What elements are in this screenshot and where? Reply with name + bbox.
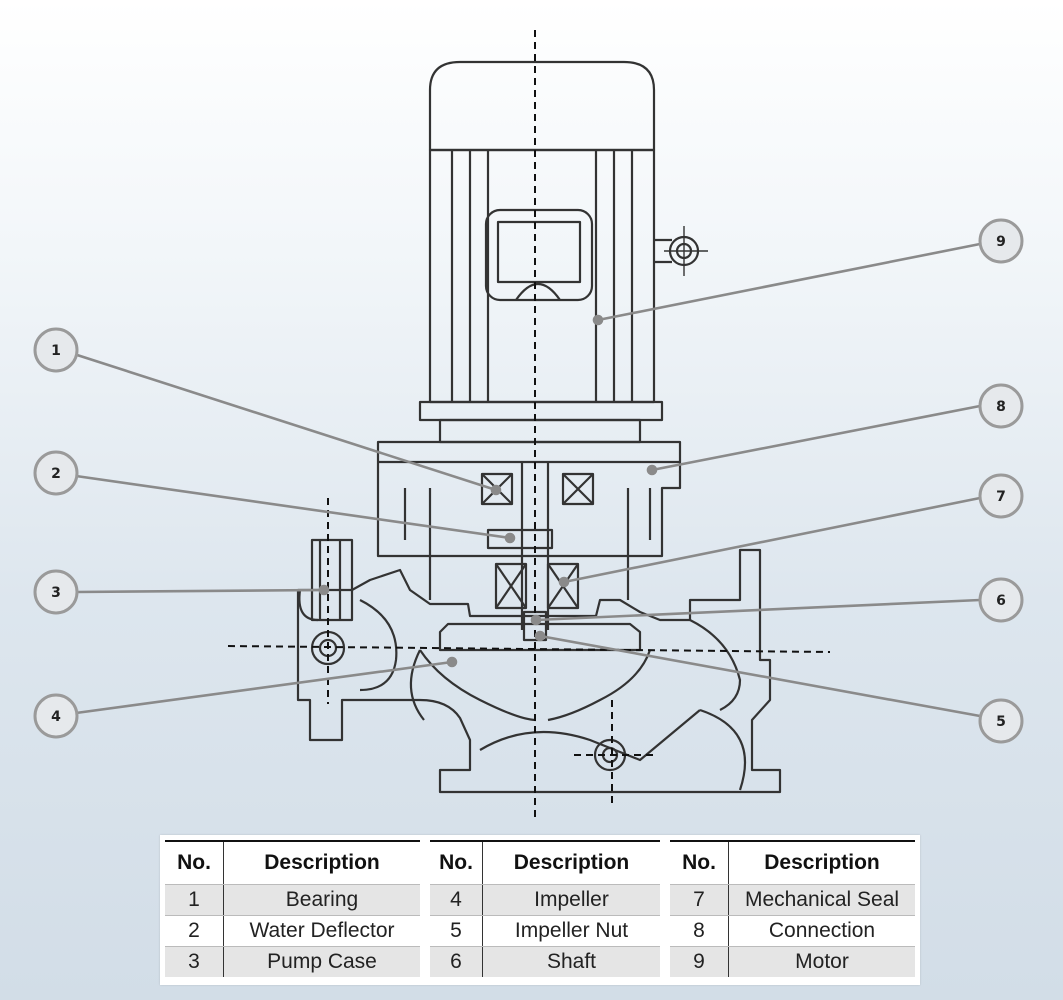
leader-line-9 (597, 242, 981, 322)
part-description: Water Deflector (249, 919, 395, 942)
header-no: No. (165, 842, 224, 884)
svg-text:6: 6 (996, 593, 1006, 609)
leader-line-7 (563, 496, 981, 584)
leader-dot-9 (592, 314, 604, 326)
leader-line-8 (651, 404, 981, 472)
part-description: Connection (768, 919, 876, 942)
leader-dot-7 (558, 576, 570, 588)
table-header: No. Description (165, 842, 420, 884)
callout-5: 5 (978, 698, 1024, 744)
svg-text:1: 1 (51, 343, 61, 359)
svg-text:3: 3 (51, 585, 61, 601)
table-row: 9 Motor (670, 946, 915, 977)
table-row: 4 Impeller (430, 884, 660, 915)
svg-text:5: 5 (996, 714, 1006, 730)
leader-line-1 (73, 352, 497, 492)
leader-line-5 (539, 634, 981, 718)
part-number: 7 (670, 885, 729, 915)
parts-table: No. Description 1 Bearing 2 Water Deflec… (160, 835, 920, 985)
leader-dot-2 (504, 532, 516, 544)
svg-text:9: 9 (996, 234, 1006, 250)
leader-dot-3 (318, 584, 330, 596)
part-number: 1 (165, 885, 224, 915)
connection-bracket-drawing (376, 440, 682, 642)
motor-drawing (418, 60, 708, 444)
part-number: 5 (430, 916, 483, 946)
table-header: No. Description (670, 842, 915, 884)
svg-text:2: 2 (51, 466, 61, 482)
table-row: 6 Shaft (430, 946, 660, 977)
part-description: Mechanical Seal (744, 888, 900, 911)
center-lines (227, 30, 831, 820)
leader-line-2 (75, 474, 511, 540)
leader-line-3 (75, 588, 325, 594)
leader-dot-1 (490, 484, 502, 496)
svg-text:8: 8 (996, 399, 1006, 415)
part-number: 8 (670, 916, 729, 946)
leader-dot-8 (646, 464, 658, 476)
leader-line-4 (75, 660, 453, 715)
callouts: 1 2 3 4 5 6 7 8 (33, 218, 1024, 744)
table-row: 5 Impeller Nut (430, 915, 660, 946)
table-header: No. Description (430, 842, 660, 884)
callout-1: 1 (33, 327, 79, 373)
header-no: No. (670, 842, 729, 884)
part-number: 2 (165, 916, 224, 946)
callout-6: 6 (978, 577, 1024, 623)
callout-2: 2 (33, 450, 79, 496)
callout-8: 8 (978, 383, 1024, 429)
part-description: Impeller Nut (514, 919, 629, 942)
part-number: 4 (430, 885, 483, 915)
header-description: Description (513, 851, 630, 874)
table-row: 2 Water Deflector (165, 915, 420, 946)
part-description: Pump Case (267, 950, 377, 973)
leader-dot-5 (534, 630, 546, 642)
callout-9: 9 (978, 218, 1024, 264)
table-row: 7 Mechanical Seal (670, 884, 915, 915)
leader-dot-4 (446, 656, 458, 668)
table-row: 8 Connection (670, 915, 915, 946)
callout-3: 3 (33, 569, 79, 615)
callout-4: 4 (33, 693, 79, 739)
svg-text:4: 4 (51, 709, 61, 725)
header-description: Description (764, 851, 880, 874)
header-description: Description (264, 851, 380, 874)
part-description: Shaft (546, 950, 597, 973)
part-description: Impeller (534, 888, 609, 911)
part-number: 9 (670, 947, 729, 977)
parts-table-2: No. Description 4 Impeller 5 Impeller Nu… (430, 840, 660, 980)
part-description: Motor (795, 950, 849, 973)
svg-text:7: 7 (996, 489, 1006, 505)
leader-dot-6 (530, 614, 542, 626)
header-no: No. (430, 842, 483, 884)
part-number: 3 (165, 947, 224, 977)
leader-line-6 (535, 598, 981, 622)
table-row: 3 Pump Case (165, 946, 420, 977)
parts-table-1: No. Description 1 Bearing 2 Water Deflec… (165, 840, 420, 980)
callout-7: 7 (978, 473, 1024, 519)
part-number: 6 (430, 947, 483, 977)
table-row: 1 Bearing (165, 884, 420, 915)
parts-table-3: No. Description 7 Mechanical Seal 8 Conn… (670, 840, 915, 980)
leader-lines (73, 242, 981, 718)
part-description: Bearing (285, 888, 359, 911)
